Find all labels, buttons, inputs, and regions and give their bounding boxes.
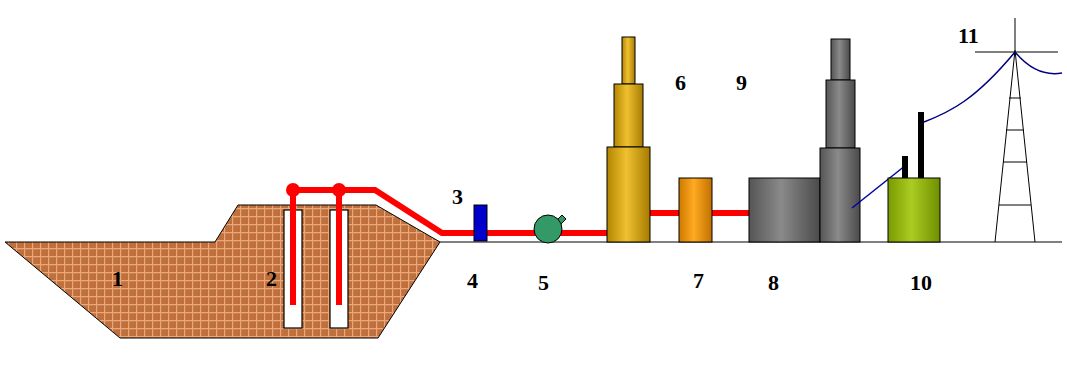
exhaust-stack: [826, 80, 855, 148]
callout-number: 8: [768, 272, 779, 294]
callout-number: 11: [958, 25, 979, 47]
bushing: [918, 112, 924, 178]
callout-number: 6: [675, 72, 686, 94]
gas-treatment-unit: [679, 178, 712, 242]
blower: [534, 215, 562, 243]
flare-tower: [607, 147, 650, 242]
power-line: [1015, 52, 1062, 74]
callout-number: 7: [693, 270, 704, 292]
callout-number: 4: [467, 270, 478, 292]
transformer: [888, 178, 940, 242]
flare-tower: [622, 37, 635, 84]
callout-number: 3: [452, 186, 463, 208]
callout-number: 5: [538, 272, 549, 294]
callout-number: 9: [736, 72, 747, 94]
well-head: [286, 183, 300, 197]
power-line: [924, 52, 1015, 122]
exhaust-stack: [831, 39, 850, 80]
well-head: [332, 183, 346, 197]
landfill: [5, 205, 440, 338]
pylon: [975, 18, 1058, 242]
flare-tower: [614, 84, 643, 147]
callout-number: 1: [112, 268, 123, 290]
callout-number: 2: [266, 268, 277, 290]
gas-engine: [749, 178, 820, 242]
condensate-trap: [474, 205, 487, 241]
bushing: [902, 156, 908, 178]
exhaust-stack: [820, 148, 860, 242]
callout-number: 10: [910, 272, 932, 294]
